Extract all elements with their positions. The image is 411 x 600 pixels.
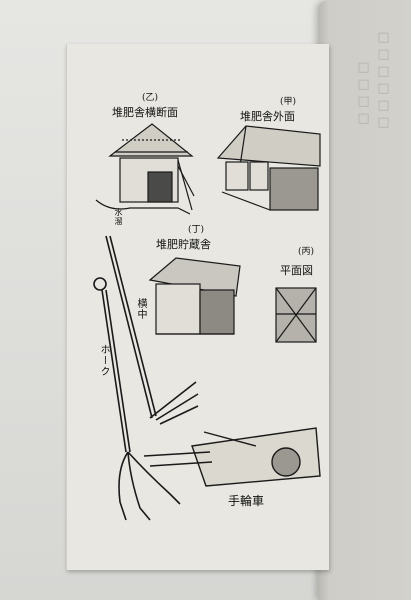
figure-tei-marker: (丁)	[188, 225, 205, 235]
figure-otsu-water-label: 水溜	[114, 208, 123, 226]
hayfork-label: ホーク	[98, 344, 109, 377]
figure-ko-caption: 堆肥舎外面	[240, 110, 295, 123]
facing-page: □□□□□□ □□□□	[318, 0, 411, 600]
figure-hei-marker: (丙)	[298, 247, 315, 257]
rake-illustration	[105, 235, 199, 425]
rake-label: 横中	[135, 298, 146, 320]
storage-shed-illustration	[148, 257, 241, 335]
hayfork-illustration	[93, 277, 181, 521]
figure-otsu-marker: (乙)	[142, 93, 159, 103]
figure-ko-marker: (甲)	[280, 97, 297, 107]
wheelbarrow-label: 手輪車	[228, 494, 265, 508]
show-through-text: □□□□□□	[376, 30, 391, 132]
figure-tei-caption: 堆肥貯蔵舎	[156, 238, 211, 251]
figure-hei-caption: 平面図	[280, 264, 313, 277]
figure-otsu-caption: 堆肥舎横断面	[112, 106, 178, 119]
shed-exterior-illustration	[216, 125, 321, 211]
shed-cross-section-illustration	[95, 123, 195, 215]
floor-plan-illustration	[275, 287, 317, 343]
wheelbarrow-illustration	[143, 427, 321, 487]
show-through-text: □□□□	[356, 60, 371, 128]
